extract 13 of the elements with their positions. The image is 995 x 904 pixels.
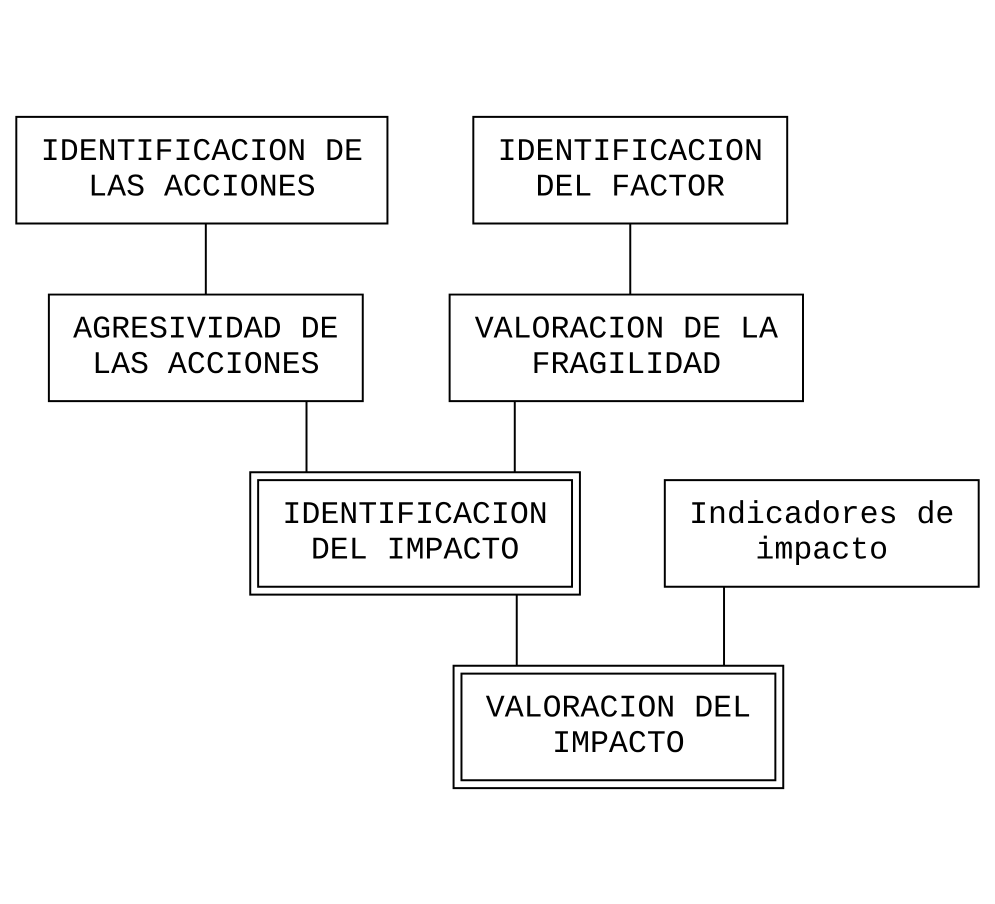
connector (629, 223, 632, 294)
node-box: IDENTIFICACION DEL IMPACTO (249, 470, 581, 596)
node-box: VALORACION DE LA FRAGILIDAD (448, 293, 804, 402)
node-box: Indicadores de impacto (664, 478, 980, 588)
connector (204, 223, 207, 294)
connector (516, 594, 518, 665)
node-box: IDENTIFICACION DE LAS ACCIONES (15, 115, 388, 224)
connector (514, 401, 516, 472)
connector (306, 401, 308, 472)
node-box: IDENTIFICACION DEL FACTOR (472, 115, 788, 224)
node-box: VALORACION DEL IMPACTO (452, 664, 784, 789)
node-box: AGRESIVIDAD DE LAS ACCIONES (48, 293, 364, 402)
connector (723, 586, 726, 665)
